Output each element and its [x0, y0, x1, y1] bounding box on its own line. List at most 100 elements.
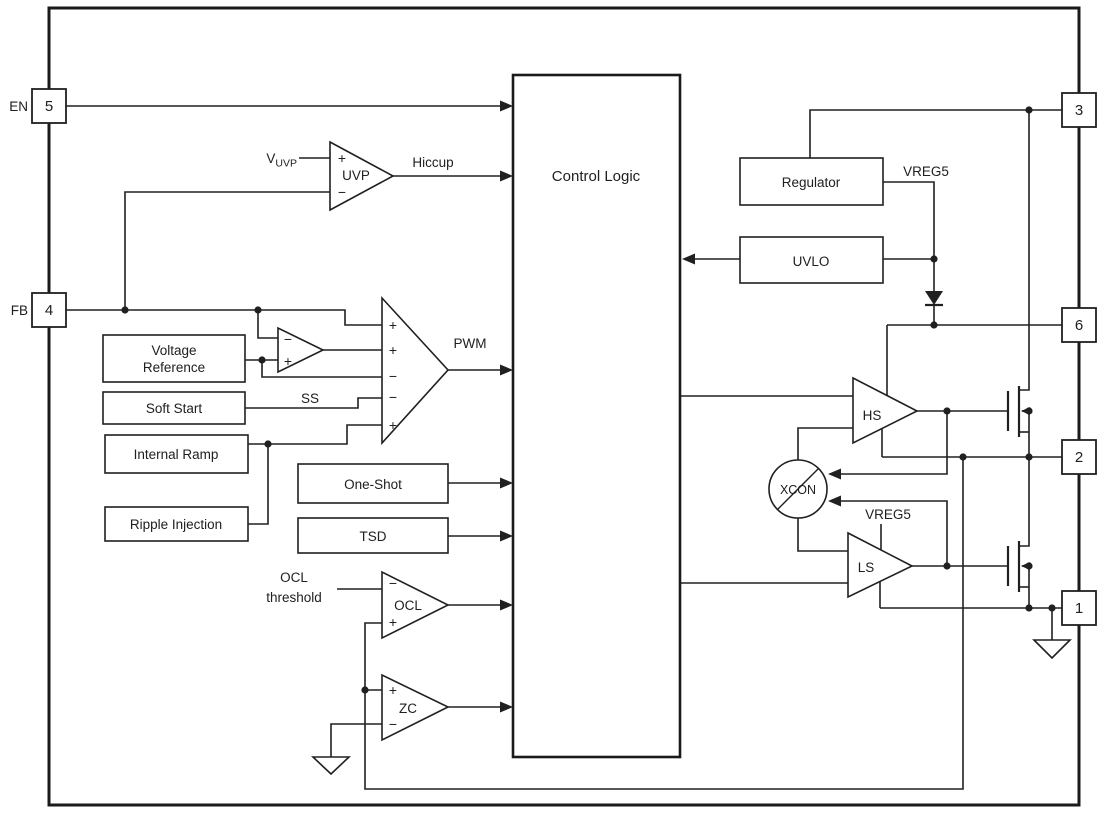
- pin-fb-label: FB: [11, 303, 28, 318]
- regulator-label: Regulator: [782, 175, 841, 190]
- fb-erroramp-wire: [257, 310, 278, 339]
- xcon-label: XCON: [780, 483, 816, 497]
- uvlo-arrow-icon: [682, 253, 695, 265]
- xcon-top-arrow-icon: [828, 468, 841, 480]
- vuvp-label: VUVP: [266, 151, 297, 170]
- pin-4-box: [31, 292, 67, 328]
- ls-fet-drain-wire: [1019, 457, 1030, 547]
- junction-dot: [1025, 407, 1033, 415]
- uvp-minus-wire: [124, 191, 330, 310]
- pin-en-label: EN: [9, 99, 28, 114]
- junction-dot: [1025, 453, 1033, 461]
- pin3-wire: [809, 109, 1062, 158]
- junction-dot: [1025, 604, 1033, 612]
- xcon-slash-icon: [777, 468, 819, 510]
- pin-3-number: 3: [1075, 102, 1083, 119]
- zc-arrow-icon: [500, 701, 513, 713]
- pin-6-box: [1061, 307, 1097, 343]
- zc-label: ZC: [399, 701, 417, 716]
- regulator-block: [739, 157, 884, 206]
- pin-5-number: 5: [45, 98, 53, 115]
- zc-plus-sign: +: [389, 682, 397, 698]
- error-amp: [277, 326, 325, 374]
- hs-feedback-xcon-wire: [840, 411, 948, 475]
- pin-2-number: 2: [1075, 449, 1083, 466]
- xcon-ls-wire: [797, 518, 848, 552]
- fb-wire: [66, 309, 382, 326]
- ramp-wire: [248, 424, 382, 445]
- junction-dot: [258, 356, 266, 364]
- vref-branch-wire: [261, 360, 382, 378]
- ocl-threshold-label-line2: threshold: [266, 590, 322, 605]
- junction-dot: [254, 306, 262, 314]
- regulator-out-wire: [883, 181, 935, 259]
- pin-5-box: [31, 88, 67, 124]
- ocl-plus-sign: +: [389, 614, 397, 630]
- uvlo-label: UVLO: [793, 254, 830, 269]
- error-amp-plus-sign: +: [284, 353, 292, 369]
- ocl-comparator: [381, 570, 450, 640]
- junction-dot: [943, 407, 951, 415]
- one-shot-label: One-Shot: [344, 477, 402, 492]
- pwm-arrow-icon: [500, 364, 513, 376]
- ocl-arrow-icon: [500, 599, 513, 611]
- internal-ramp-label: Internal Ramp: [134, 447, 219, 462]
- pwm-signal-label: PWM: [454, 336, 487, 351]
- zc-ground-icon: [310, 756, 352, 776]
- xcon-hs-wire: [797, 427, 853, 460]
- voltage-reference-label-line2: Reference: [143, 360, 205, 375]
- one-shot-block: [297, 463, 449, 504]
- pwm-input4-minus: −: [389, 389, 397, 405]
- current-sense-wire: [364, 457, 964, 790]
- vreg5-top-label: VREG5: [903, 164, 949, 179]
- tsd-arrow-icon: [500, 530, 513, 542]
- pin-3-box: [1061, 92, 1097, 128]
- pin-1-box: [1061, 590, 1097, 626]
- ocl-minus-sign: −: [389, 575, 397, 591]
- voltage-reference-label-line1: Voltage: [151, 343, 196, 358]
- junction-dot: [1025, 106, 1033, 114]
- tsd-block: [297, 517, 449, 554]
- ls-label: LS: [858, 560, 875, 575]
- tsd-label: TSD: [360, 529, 387, 544]
- uvp-minus-sign: −: [338, 184, 346, 200]
- hiccup-label: Hiccup: [412, 155, 453, 170]
- uvp-comparator: [329, 140, 395, 212]
- junction-dot: [930, 255, 938, 263]
- zc-minus-sign: −: [389, 716, 397, 732]
- pwm-input1-plus: +: [389, 317, 397, 333]
- internal-ramp-block: [104, 434, 249, 474]
- pwm-input3-minus: −: [389, 368, 397, 384]
- vreg5-ls-label: VREG5: [865, 507, 911, 522]
- vuvp-subscript: UVP: [275, 158, 297, 170]
- ocl-threshold-label-line1: OCL: [280, 570, 308, 585]
- pin-4-number: 4: [45, 302, 53, 319]
- junction-dot: [361, 686, 369, 694]
- vuvp-main: V: [266, 151, 275, 166]
- uvp-label: UVP: [342, 168, 370, 183]
- junction-dot: [959, 453, 967, 461]
- pwm-input5-plus: +: [389, 417, 397, 433]
- uvp-plus-sign: +: [338, 150, 346, 166]
- soft-start-block: [102, 391, 246, 425]
- xcon-bottom-arrow-icon: [828, 495, 841, 507]
- hs-label: HS: [863, 408, 882, 423]
- junction-dot: [943, 562, 951, 570]
- junction-dot: [930, 321, 938, 329]
- pin-1-number: 1: [1075, 600, 1083, 617]
- control-logic-block: [511, 73, 682, 759]
- pwm-comparator: [381, 295, 450, 446]
- ripple-injection-block: [104, 506, 249, 542]
- oneshot-arrow-icon: [500, 477, 513, 489]
- pin1-ground-icon: [1032, 639, 1072, 660]
- ripple-wire: [248, 444, 269, 525]
- hiccup-arrow-icon: [500, 170, 513, 182]
- soft-start-label: Soft Start: [146, 401, 203, 416]
- ocl-label: OCL: [394, 598, 422, 613]
- pwm-input2-plus: +: [389, 342, 397, 358]
- voltage-reference-block: [102, 334, 246, 383]
- junction-dot: [121, 306, 129, 314]
- zc-comparator: [381, 673, 450, 742]
- uvlo-block: [739, 236, 884, 284]
